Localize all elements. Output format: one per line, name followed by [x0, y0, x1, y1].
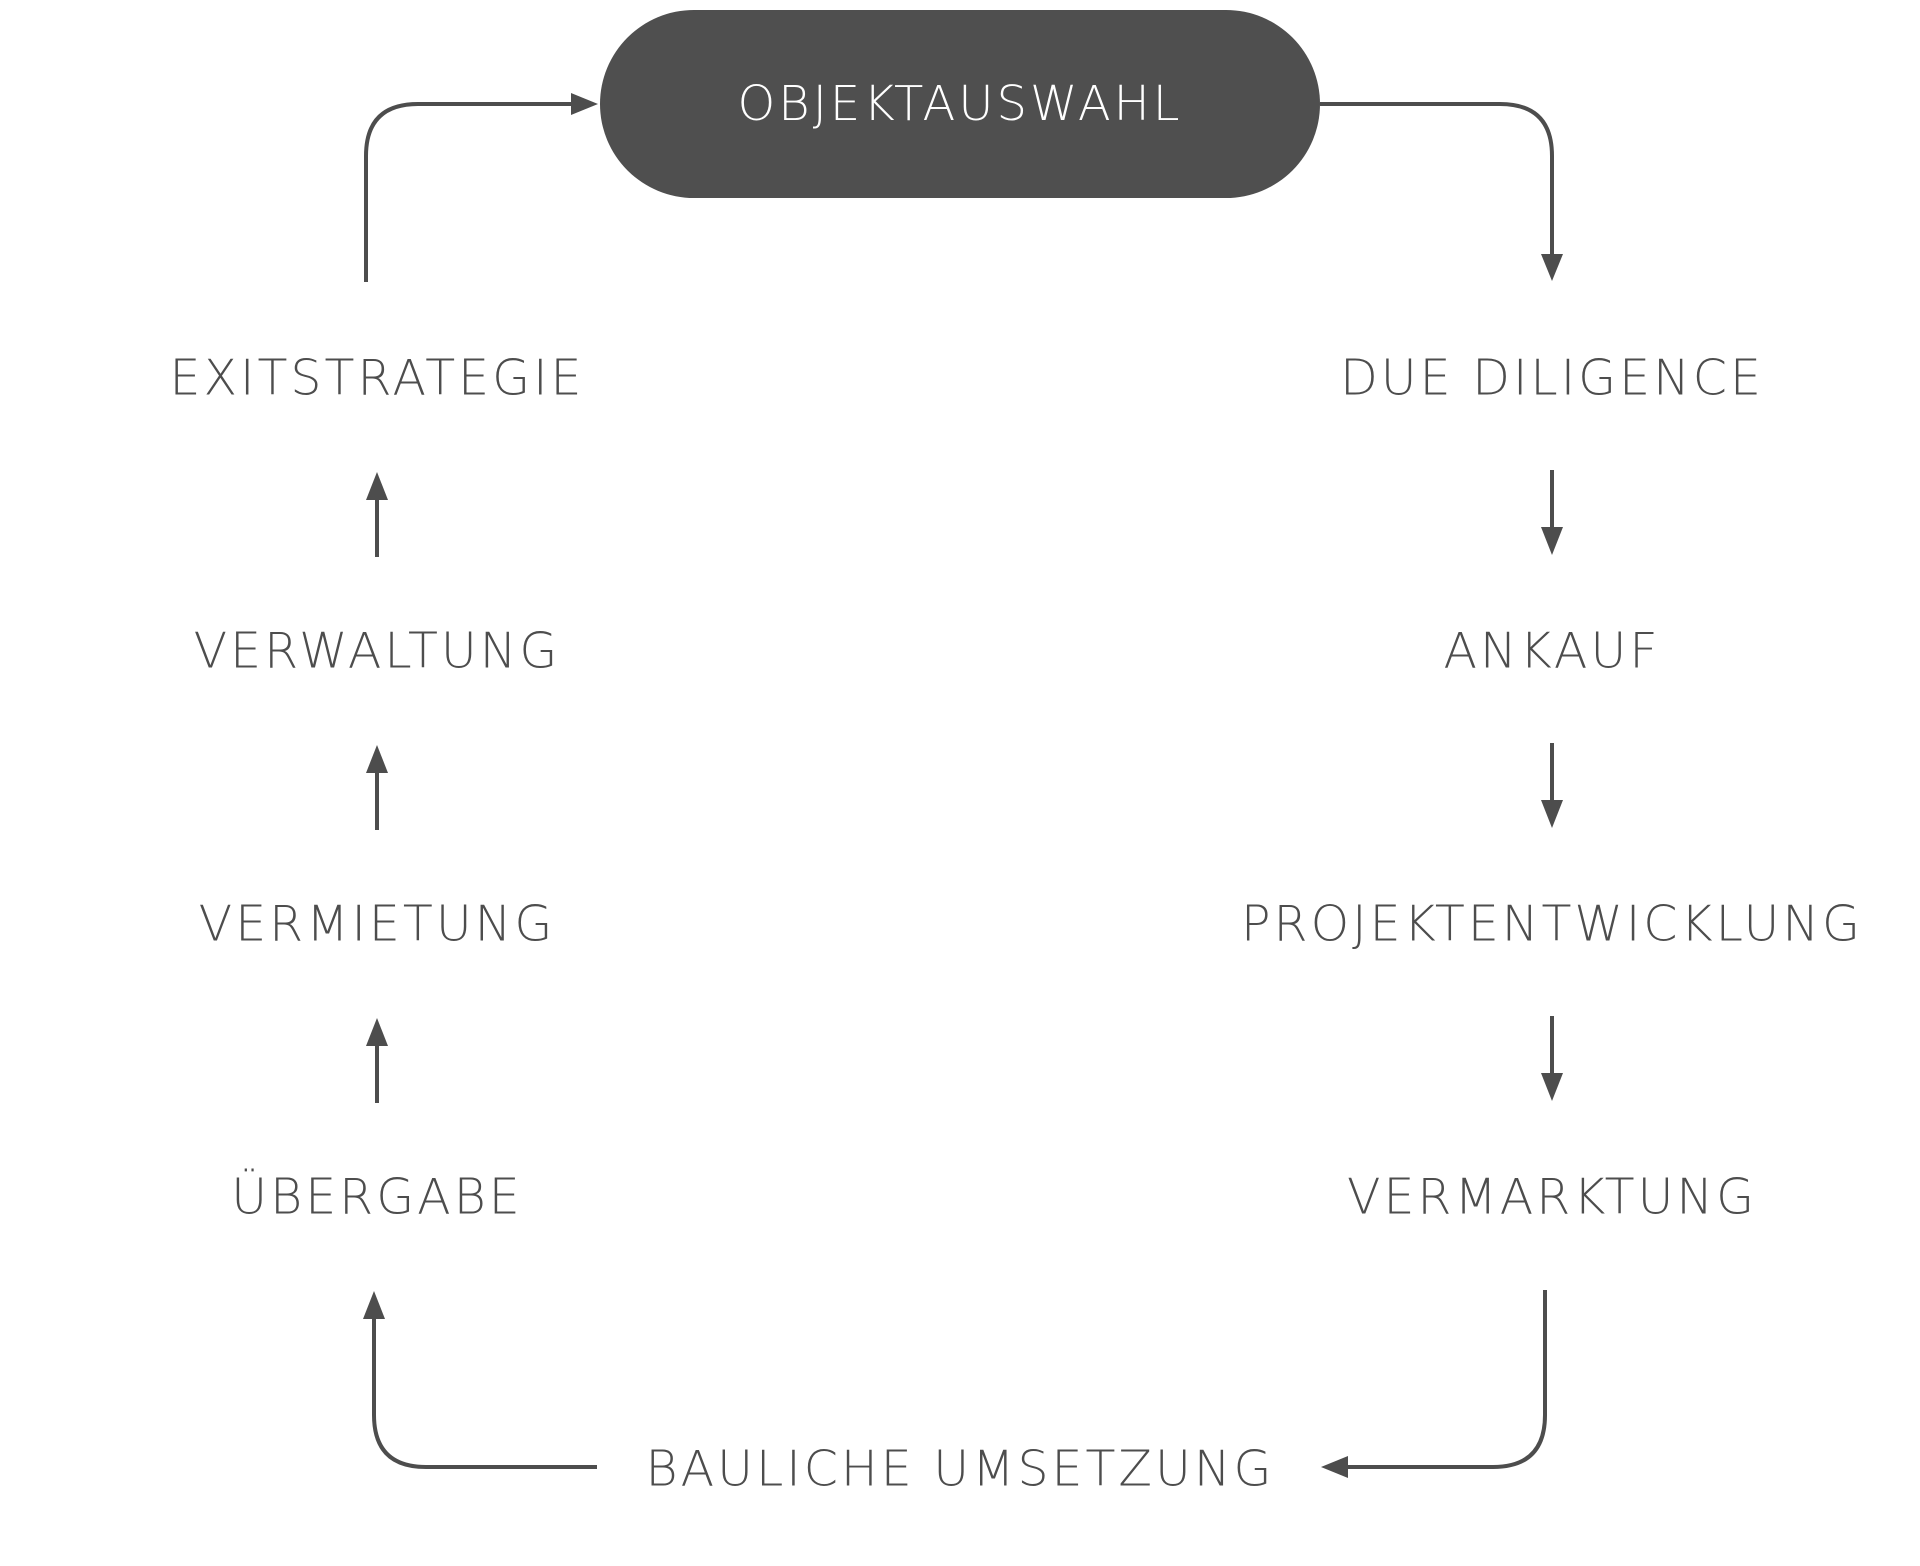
connector-bauliche-umsetzung-to-uebergabe — [372, 1315, 597, 1469]
arrowhead-up-icon — [366, 472, 388, 500]
arrowhead-down-icon — [1541, 527, 1563, 555]
arrowhead-right-icon — [571, 93, 598, 115]
step-ankauf: ANKAUF — [1443, 623, 1660, 680]
step-vermarktung: VERMARKTUNG — [1347, 1169, 1757, 1226]
start-node: OBJEKTAUSWAHL — [600, 10, 1320, 198]
start-node-pill — [600, 10, 1320, 198]
arrowhead-up-icon — [366, 1018, 388, 1046]
step-due-diligence: DUE DILIGENCE — [1340, 350, 1764, 407]
connector-exitstrategie-to-start — [364, 102, 575, 282]
arrowhead-down-icon — [1541, 254, 1563, 281]
arrowhead-down-icon — [1541, 800, 1563, 828]
step-uebergabe: ÜBERGABE — [231, 1168, 523, 1226]
start-node-label: OBJEKTAUSWAHL — [738, 76, 1183, 132]
step-projektentwicklung: PROJEKTENTWICKLUNG — [1241, 896, 1863, 953]
connector-vermarktung-to-bauliche-umsetzung — [1345, 1290, 1547, 1469]
step-vermietung: VERMIETUNG — [199, 896, 556, 953]
connector-start-to-due-diligence — [1320, 102, 1554, 258]
step-verwaltung: VERWALTUNG — [194, 623, 561, 680]
arrowhead-left-icon — [1321, 1456, 1348, 1478]
step-exitstrategie: EXITSTRATEGIE — [170, 350, 585, 407]
arrowhead-up-icon — [366, 745, 388, 773]
arrowhead-up-icon — [363, 1291, 385, 1319]
arrowhead-down-icon — [1541, 1073, 1563, 1101]
step-bauliche-umsetzung: BAULICHE UMSETZUNG — [645, 1441, 1274, 1498]
